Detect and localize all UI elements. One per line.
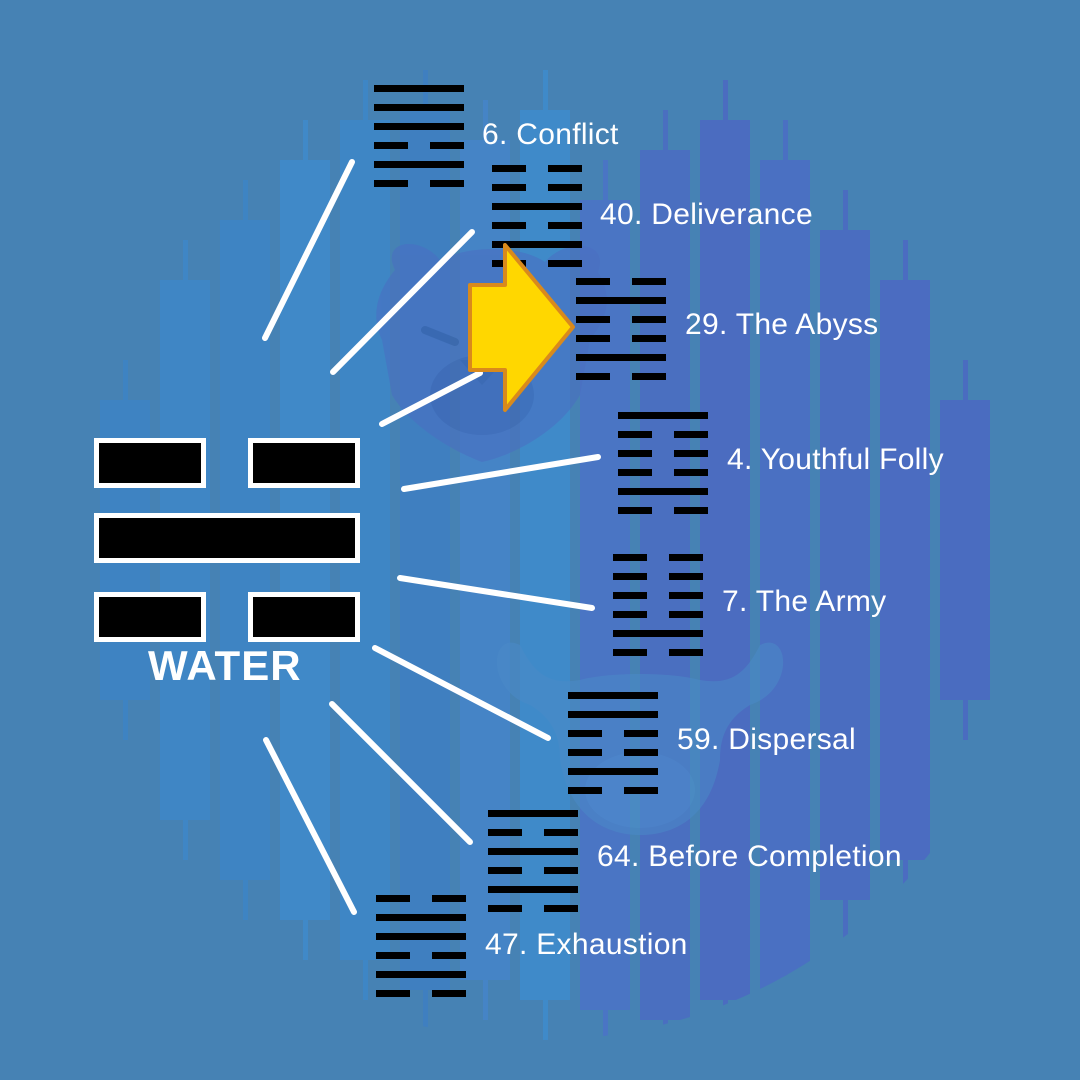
hexagram-line-broken	[374, 142, 464, 149]
hexagram-29	[576, 278, 666, 380]
hexagram-line-solid	[492, 203, 582, 210]
hexagram-line-broken	[376, 895, 466, 902]
hexagram-label: 7. The Army	[722, 585, 887, 618]
hexagram-line-broken	[568, 730, 658, 737]
hexagram-line-broken	[576, 373, 666, 380]
connector-line	[263, 737, 357, 915]
candle-body	[820, 230, 870, 900]
hexagram-line-broken	[576, 316, 666, 323]
hexagram-line-broken	[613, 649, 703, 656]
candle-body	[640, 150, 690, 1020]
hexagram-line-broken	[618, 450, 708, 457]
trigram-line-top-left	[94, 438, 206, 488]
hexagram-line-solid	[568, 711, 658, 718]
candle-body	[880, 280, 930, 860]
candle-body	[940, 400, 990, 700]
hexagram-line-broken	[618, 469, 708, 476]
hexagram-label: 40. Deliverance	[600, 198, 813, 231]
hexagram-line-broken	[488, 905, 578, 912]
hexagram-label: 29. The Abyss	[685, 308, 879, 341]
hexagram-6	[374, 85, 464, 187]
hexagram-line-solid	[488, 886, 578, 893]
hexagram-line-broken	[613, 611, 703, 618]
hexagram-line-solid	[488, 810, 578, 817]
hexagram-label: 4. Youthful Folly	[727, 443, 944, 476]
candle-body	[760, 160, 810, 990]
candle-body	[700, 120, 750, 1000]
hexagram-line-solid	[374, 161, 464, 168]
connector-line	[329, 701, 473, 845]
hexagram-line-solid	[492, 241, 582, 248]
hexagram-4	[618, 412, 708, 514]
trigram-name: WATER	[148, 642, 302, 689]
hexagram-line-solid	[618, 412, 708, 419]
trigram-line-middle	[94, 513, 360, 563]
connector-line	[379, 370, 483, 427]
hexagram-line-broken	[618, 431, 708, 438]
hexagram-line-broken	[576, 335, 666, 342]
hexagram-line-solid	[376, 971, 466, 978]
hexagram-line-solid	[374, 85, 464, 92]
hexagram-line-solid	[613, 630, 703, 637]
connector-line	[262, 159, 355, 341]
connector-line	[330, 229, 475, 375]
hexagram-line-solid	[376, 914, 466, 921]
hexagram-label: 6. Conflict	[482, 118, 619, 151]
hexagram-47	[376, 895, 466, 997]
hexagram-line-broken	[613, 592, 703, 599]
hexagram-line-solid	[576, 297, 666, 304]
hexagram-label: 59. Dispersal	[677, 723, 856, 756]
hexagram-line-solid	[576, 354, 666, 361]
hexagram-line-broken	[568, 787, 658, 794]
connector-line	[401, 454, 601, 492]
trigram-line-bottom-left	[94, 592, 206, 642]
hexagram-line-broken	[576, 278, 666, 285]
hexagram-label: 64. Before Completion	[597, 840, 902, 873]
hexagram-line-broken	[492, 165, 582, 172]
hexagram-line-solid	[374, 104, 464, 111]
hexagram-59	[568, 692, 658, 794]
connector-line	[372, 645, 551, 741]
hexagram-7	[613, 554, 703, 656]
hexagram-line-solid	[488, 848, 578, 855]
hexagram-line-solid	[568, 692, 658, 699]
hexagram-line-solid	[374, 123, 464, 130]
hexagram-line-solid	[618, 488, 708, 495]
hexagram-line-broken	[568, 749, 658, 756]
hexagram-line-broken	[488, 829, 578, 836]
hexagram-line-broken	[376, 990, 466, 997]
hexagram-label: 47. Exhaustion	[485, 928, 688, 961]
hexagram-line-broken	[492, 184, 582, 191]
hexagram-line-broken	[613, 554, 703, 561]
hexagram-line-broken	[374, 180, 464, 187]
trigram-line-bottom-right	[248, 592, 360, 642]
hexagram-line-broken	[613, 573, 703, 580]
hexagram-line-solid	[568, 768, 658, 775]
hexagram-line-broken	[488, 867, 578, 874]
trigram-line-top-right	[248, 438, 360, 488]
hexagram-64	[488, 810, 578, 912]
connector-line	[397, 575, 595, 611]
hexagram-line-solid	[376, 933, 466, 940]
hexagram-line-broken	[618, 507, 708, 514]
hexagram-line-broken	[492, 222, 582, 229]
hexagram-line-broken	[376, 952, 466, 959]
